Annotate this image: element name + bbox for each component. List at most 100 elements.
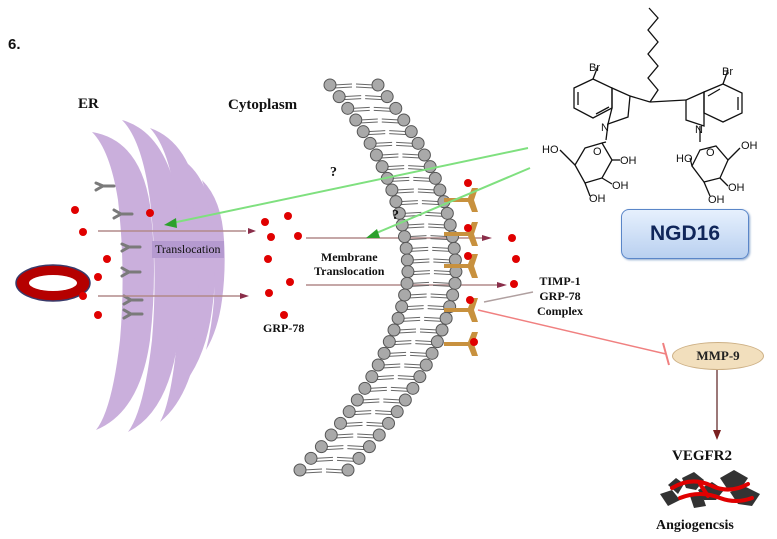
grp78-dot (464, 179, 472, 187)
er-receptor (120, 242, 142, 253)
structure-label-oh-right-1: OH (741, 140, 758, 152)
membrane-translocation-label: Membrane Translocation (314, 250, 384, 278)
membrane-receptor (444, 188, 478, 212)
lipid-head (334, 416, 348, 430)
lipid-tail (333, 83, 375, 89)
lipid-head (411, 136, 425, 150)
grp78-dot (466, 296, 474, 304)
lipid-tail (391, 176, 432, 182)
vegfr2-label: VEGFR2 (672, 448, 732, 464)
lipid-tail (325, 445, 366, 451)
lipid-tail (393, 340, 434, 346)
lipid-tail (368, 386, 409, 392)
grp78-dot (261, 218, 269, 226)
lipid-head (342, 405, 356, 419)
membrane-arrowhead-1 (482, 235, 492, 241)
structure-label-n-left: N (601, 122, 609, 134)
lipid-head (447, 241, 461, 255)
er-cisterna-3 (150, 128, 204, 422)
lipid-tail (343, 95, 384, 101)
lipid-tail (344, 421, 385, 427)
translocation-label: Translocation (152, 241, 224, 258)
lipid-tail (353, 410, 394, 416)
lipid-head (401, 265, 415, 279)
lipid-head (395, 300, 409, 314)
lipid-tail (403, 211, 444, 217)
grp78-dot (286, 278, 294, 286)
complex-label-line-1: TIMP-1 (539, 274, 581, 288)
alkyl-chain (647, 7, 659, 103)
structure-label-oh-right-2: OH (728, 182, 745, 194)
lipid-head (304, 451, 318, 465)
lipid-head (398, 393, 412, 407)
lipid-head (375, 160, 389, 174)
cytoplasm-label: Cytoplasm (228, 97, 298, 113)
lipid-head (356, 125, 370, 139)
grp78-dot (94, 273, 102, 281)
grp78-dot (510, 280, 518, 288)
structure-label-n-right: N (695, 124, 703, 136)
lipid-head (382, 335, 396, 349)
lipid-head (341, 101, 355, 115)
lipid-head (406, 381, 420, 395)
grp78-dot (71, 206, 79, 214)
lipid-tail (351, 106, 392, 112)
lipid-head (372, 428, 386, 442)
lipid-head (293, 463, 307, 477)
structure-label-o-right: O (706, 147, 715, 159)
lipid-head (397, 230, 411, 244)
grp78-dot (103, 255, 111, 263)
mitochondrion (15, 264, 91, 302)
lipid-head (382, 416, 396, 430)
grp78-dot (79, 292, 87, 300)
er-arrowhead-1 (248, 228, 256, 234)
membrane-receptor (444, 332, 478, 356)
structure-label-oh-left-1: OH (620, 155, 637, 167)
lipid-head (358, 381, 372, 395)
lipid-tail (382, 363, 423, 369)
mmp9-node: MMP-9 (672, 342, 764, 370)
grp78-dot (284, 212, 292, 220)
lipid-tail (410, 281, 452, 287)
er-receptors (94, 181, 144, 320)
indole-left-pyrrole (607, 86, 631, 126)
lipid-head (446, 288, 460, 302)
timp1-grp78-complex-label: TIMP-1 GRP-78 Complex (537, 274, 583, 319)
ngd16-arrow-to-cytoplasm (373, 167, 531, 235)
lipid-tail (388, 351, 429, 357)
er-cisterna-2 (122, 120, 182, 432)
lipid-head (448, 276, 462, 290)
angiogenesis-network (660, 470, 760, 508)
ngd16-arrowhead-cytoplasm (366, 229, 380, 238)
er-cisterna-4 (180, 158, 216, 384)
lipid-tail (374, 141, 415, 147)
lipid-tail (405, 305, 446, 311)
lipid-head (350, 393, 364, 407)
complex-pointer (483, 291, 534, 303)
lipid-head (417, 148, 431, 162)
er-receptor (122, 294, 144, 306)
lipid-head (363, 136, 377, 150)
lipid-head (400, 253, 414, 267)
lipid-head (389, 195, 403, 209)
lipid-head (362, 440, 376, 454)
lipid-head (377, 346, 391, 360)
grp78-dot (146, 209, 154, 217)
membrane-receptor (444, 254, 478, 278)
lipid-head (369, 148, 383, 162)
lipid-head (314, 440, 328, 454)
angiogenesis-label: Angiogencsis (656, 518, 734, 533)
lipid-head (371, 358, 385, 372)
complex-label-line-3: Complex (537, 304, 583, 318)
er-receptor (122, 308, 144, 320)
lipid-head (341, 463, 355, 477)
er-label: ER (78, 96, 99, 112)
grp78-dot (464, 224, 472, 232)
indole-right-benzene (703, 83, 743, 123)
er-receptor (94, 181, 116, 192)
lipid-tail (399, 200, 440, 206)
lipid-head (389, 101, 403, 115)
grp78-dot (470, 338, 478, 346)
er-arrowhead-2 (240, 293, 249, 299)
lipid-head (435, 323, 449, 337)
